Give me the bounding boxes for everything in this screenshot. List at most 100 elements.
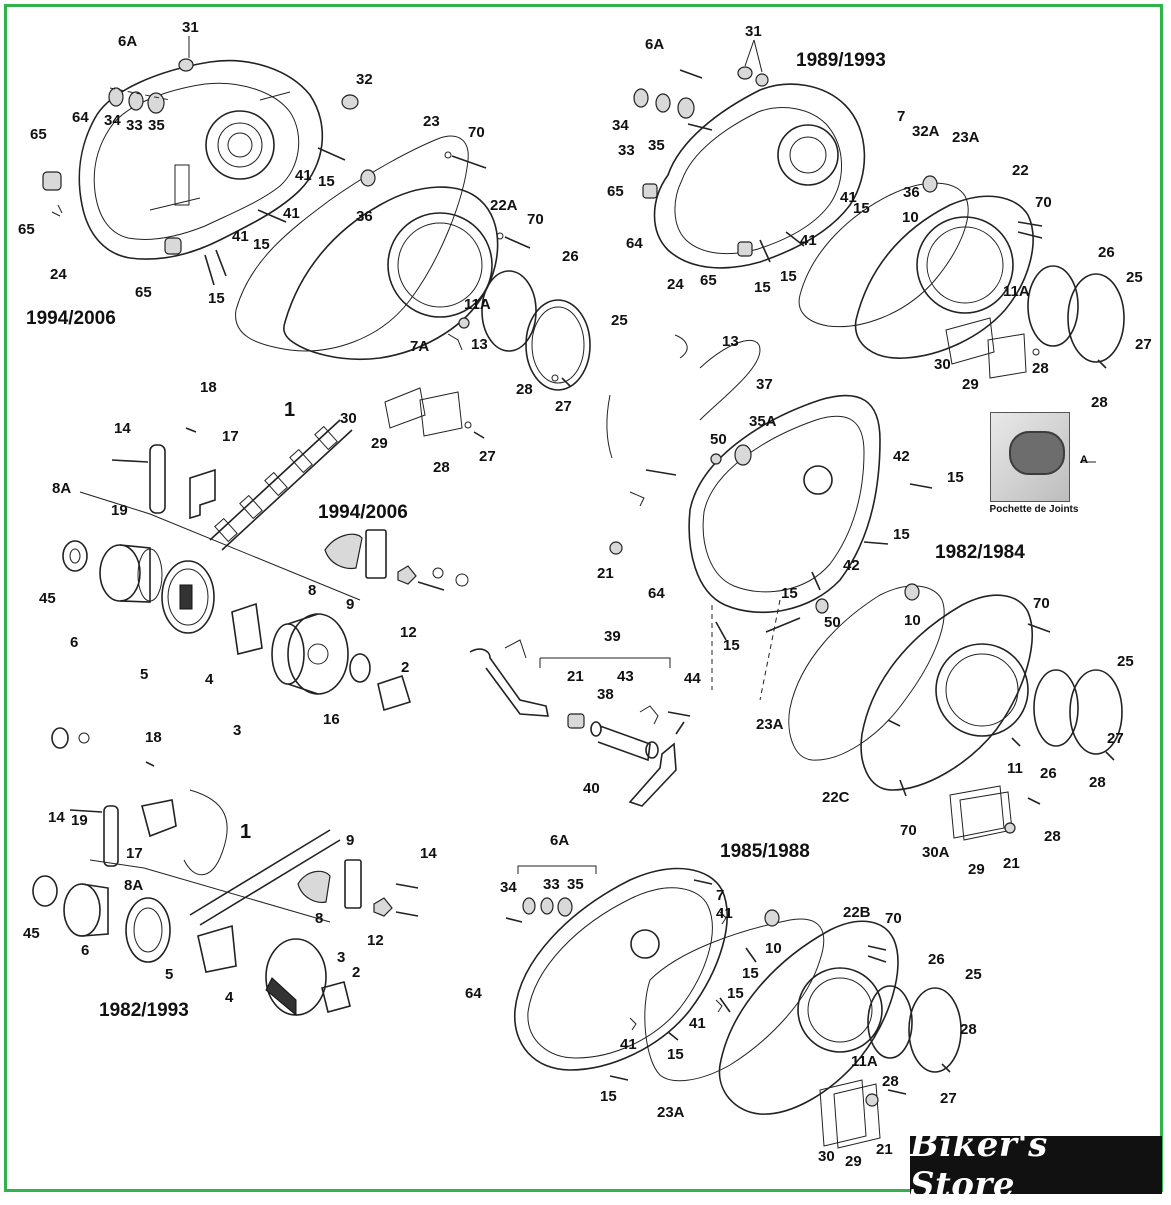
callout-label: 45 <box>39 590 56 607</box>
leader-lines <box>188 36 1096 463</box>
callout-label: 32A <box>912 123 940 140</box>
callout-label: 15 <box>947 469 964 486</box>
callout-label: 18 <box>145 729 162 746</box>
callout-label: 26 <box>1040 765 1057 782</box>
callout-label: 10 <box>765 940 782 957</box>
callout-label: 28 <box>516 381 533 398</box>
callout-label: 15 <box>253 236 270 253</box>
callout-label: 21 <box>597 565 614 582</box>
callout-label: 6 <box>70 634 78 651</box>
callout-label: 1 <box>284 399 295 421</box>
callout-label: 35 <box>567 876 584 893</box>
year-label: 1982/1993 <box>99 1000 189 1021</box>
callout-label: 41 <box>689 1015 706 1032</box>
callout-label: 33 <box>126 117 143 134</box>
callout-label: 40 <box>583 780 600 797</box>
callout-label: 27 <box>479 448 496 465</box>
callout-label: 50 <box>710 431 727 448</box>
callout-label: 35 <box>648 137 665 154</box>
callout-label: 35A <box>749 413 777 430</box>
callout-label: 29 <box>962 376 979 393</box>
assembly-1994-2006-chain-clutch <box>62 387 485 712</box>
gasket-kit-image <box>990 412 1070 502</box>
callout-label: 41 <box>716 905 733 922</box>
callout-label: 26 <box>928 951 945 968</box>
callout-label: 43 <box>617 668 634 685</box>
callout-label: 15 <box>742 965 759 982</box>
year-label: 1982/1984 <box>935 542 1025 563</box>
callout-label: 70 <box>1035 194 1052 211</box>
callout-label: 24 <box>50 266 67 283</box>
callout-label: 27 <box>940 1090 957 1107</box>
callout-label: 26 <box>562 248 579 265</box>
callout-label: 65 <box>700 272 717 289</box>
callout-label: 31 <box>182 19 199 36</box>
callout-label: 34 <box>104 112 121 129</box>
callout-label: 15 <box>781 585 798 602</box>
callout-label: 64 <box>626 235 643 252</box>
assembly-39-kit <box>469 639 691 807</box>
callout-label: 23 <box>423 113 440 130</box>
assembly-1985-1988 <box>505 865 962 1149</box>
callout-label: 70 <box>900 822 917 839</box>
callout-label: 19 <box>111 502 128 519</box>
callout-label: 11A <box>464 296 491 313</box>
callout-label: 8A <box>52 480 71 497</box>
callout-label: 21 <box>1003 855 1020 872</box>
gasket-kit-pouch: A Pochette de Joints <box>984 410 1088 522</box>
callout-label: 6 <box>81 942 89 959</box>
callout-label: 41 <box>800 232 817 249</box>
year-label: 1989/1993 <box>796 50 886 71</box>
callout-label: 28 <box>882 1073 899 1090</box>
callout-label: 41 <box>232 228 249 245</box>
callout-label: 22 <box>1012 162 1029 179</box>
callout-label: 28 <box>433 459 450 476</box>
callout-label: 70 <box>527 211 544 228</box>
callout-label: 15 <box>780 268 797 285</box>
callout-label: 41 <box>620 1036 637 1053</box>
callout-label: 15 <box>727 985 744 1002</box>
callout-label: 10 <box>902 209 919 226</box>
callout-label: 25 <box>1117 653 1134 670</box>
callout-label: 16 <box>323 711 340 728</box>
bikers-store-logo: Biker's Store <box>910 1125 1162 1205</box>
callout-label: 7 <box>897 108 905 125</box>
callout-label: 39 <box>604 628 621 645</box>
callout-label: 12 <box>367 932 384 949</box>
callout-label: 23A <box>657 1104 685 1121</box>
callout-label: 33 <box>618 142 635 159</box>
callout-label: 19 <box>71 812 88 829</box>
harley-emblem-icon <box>1009 431 1065 475</box>
callout-label: 37 <box>756 376 773 393</box>
assembly-1994-2006-primary <box>42 58 591 391</box>
callout-label: 21 <box>876 1141 893 1158</box>
callout-label: 11A <box>1003 283 1030 300</box>
callout-label: 27 <box>1135 336 1152 353</box>
callout-label: 11A <box>851 1053 878 1070</box>
diagram-frame <box>4 4 1163 1192</box>
callout-label: 32 <box>356 71 373 88</box>
callout-label: 6A <box>118 33 137 50</box>
callout-label: 14 <box>420 845 437 862</box>
callout-label: 4 <box>205 671 214 688</box>
callout-label: 65 <box>135 284 152 301</box>
year-label: 1994/2006 <box>26 308 116 329</box>
callout-label: 64 <box>465 985 482 1002</box>
callout-label: 36 <box>356 208 373 225</box>
callout-label: 17 <box>126 845 143 862</box>
callout-label: 28 <box>1032 360 1049 377</box>
gasket-kit-ref: A <box>1080 454 1088 466</box>
callout-label: 18 <box>200 379 217 396</box>
callout-label: 64 <box>648 585 665 602</box>
assembly-1982-1984-cover <box>788 583 1123 841</box>
callout-label: 15 <box>600 1088 617 1105</box>
callout-labels: 31 6A 32 34 33 35 64 65 23 70 15 41 41 3… <box>18 19 1152 1170</box>
callout-label: 64 <box>72 109 89 126</box>
callout-label: 4 <box>225 989 234 1006</box>
callout-label: 5 <box>140 666 148 683</box>
callout-label: 8A <box>124 877 143 894</box>
callout-label: 6A <box>645 36 664 53</box>
callout-label: 9 <box>346 596 354 613</box>
callout-label: 34 <box>612 117 629 134</box>
callout-label: 28 <box>1089 774 1106 791</box>
